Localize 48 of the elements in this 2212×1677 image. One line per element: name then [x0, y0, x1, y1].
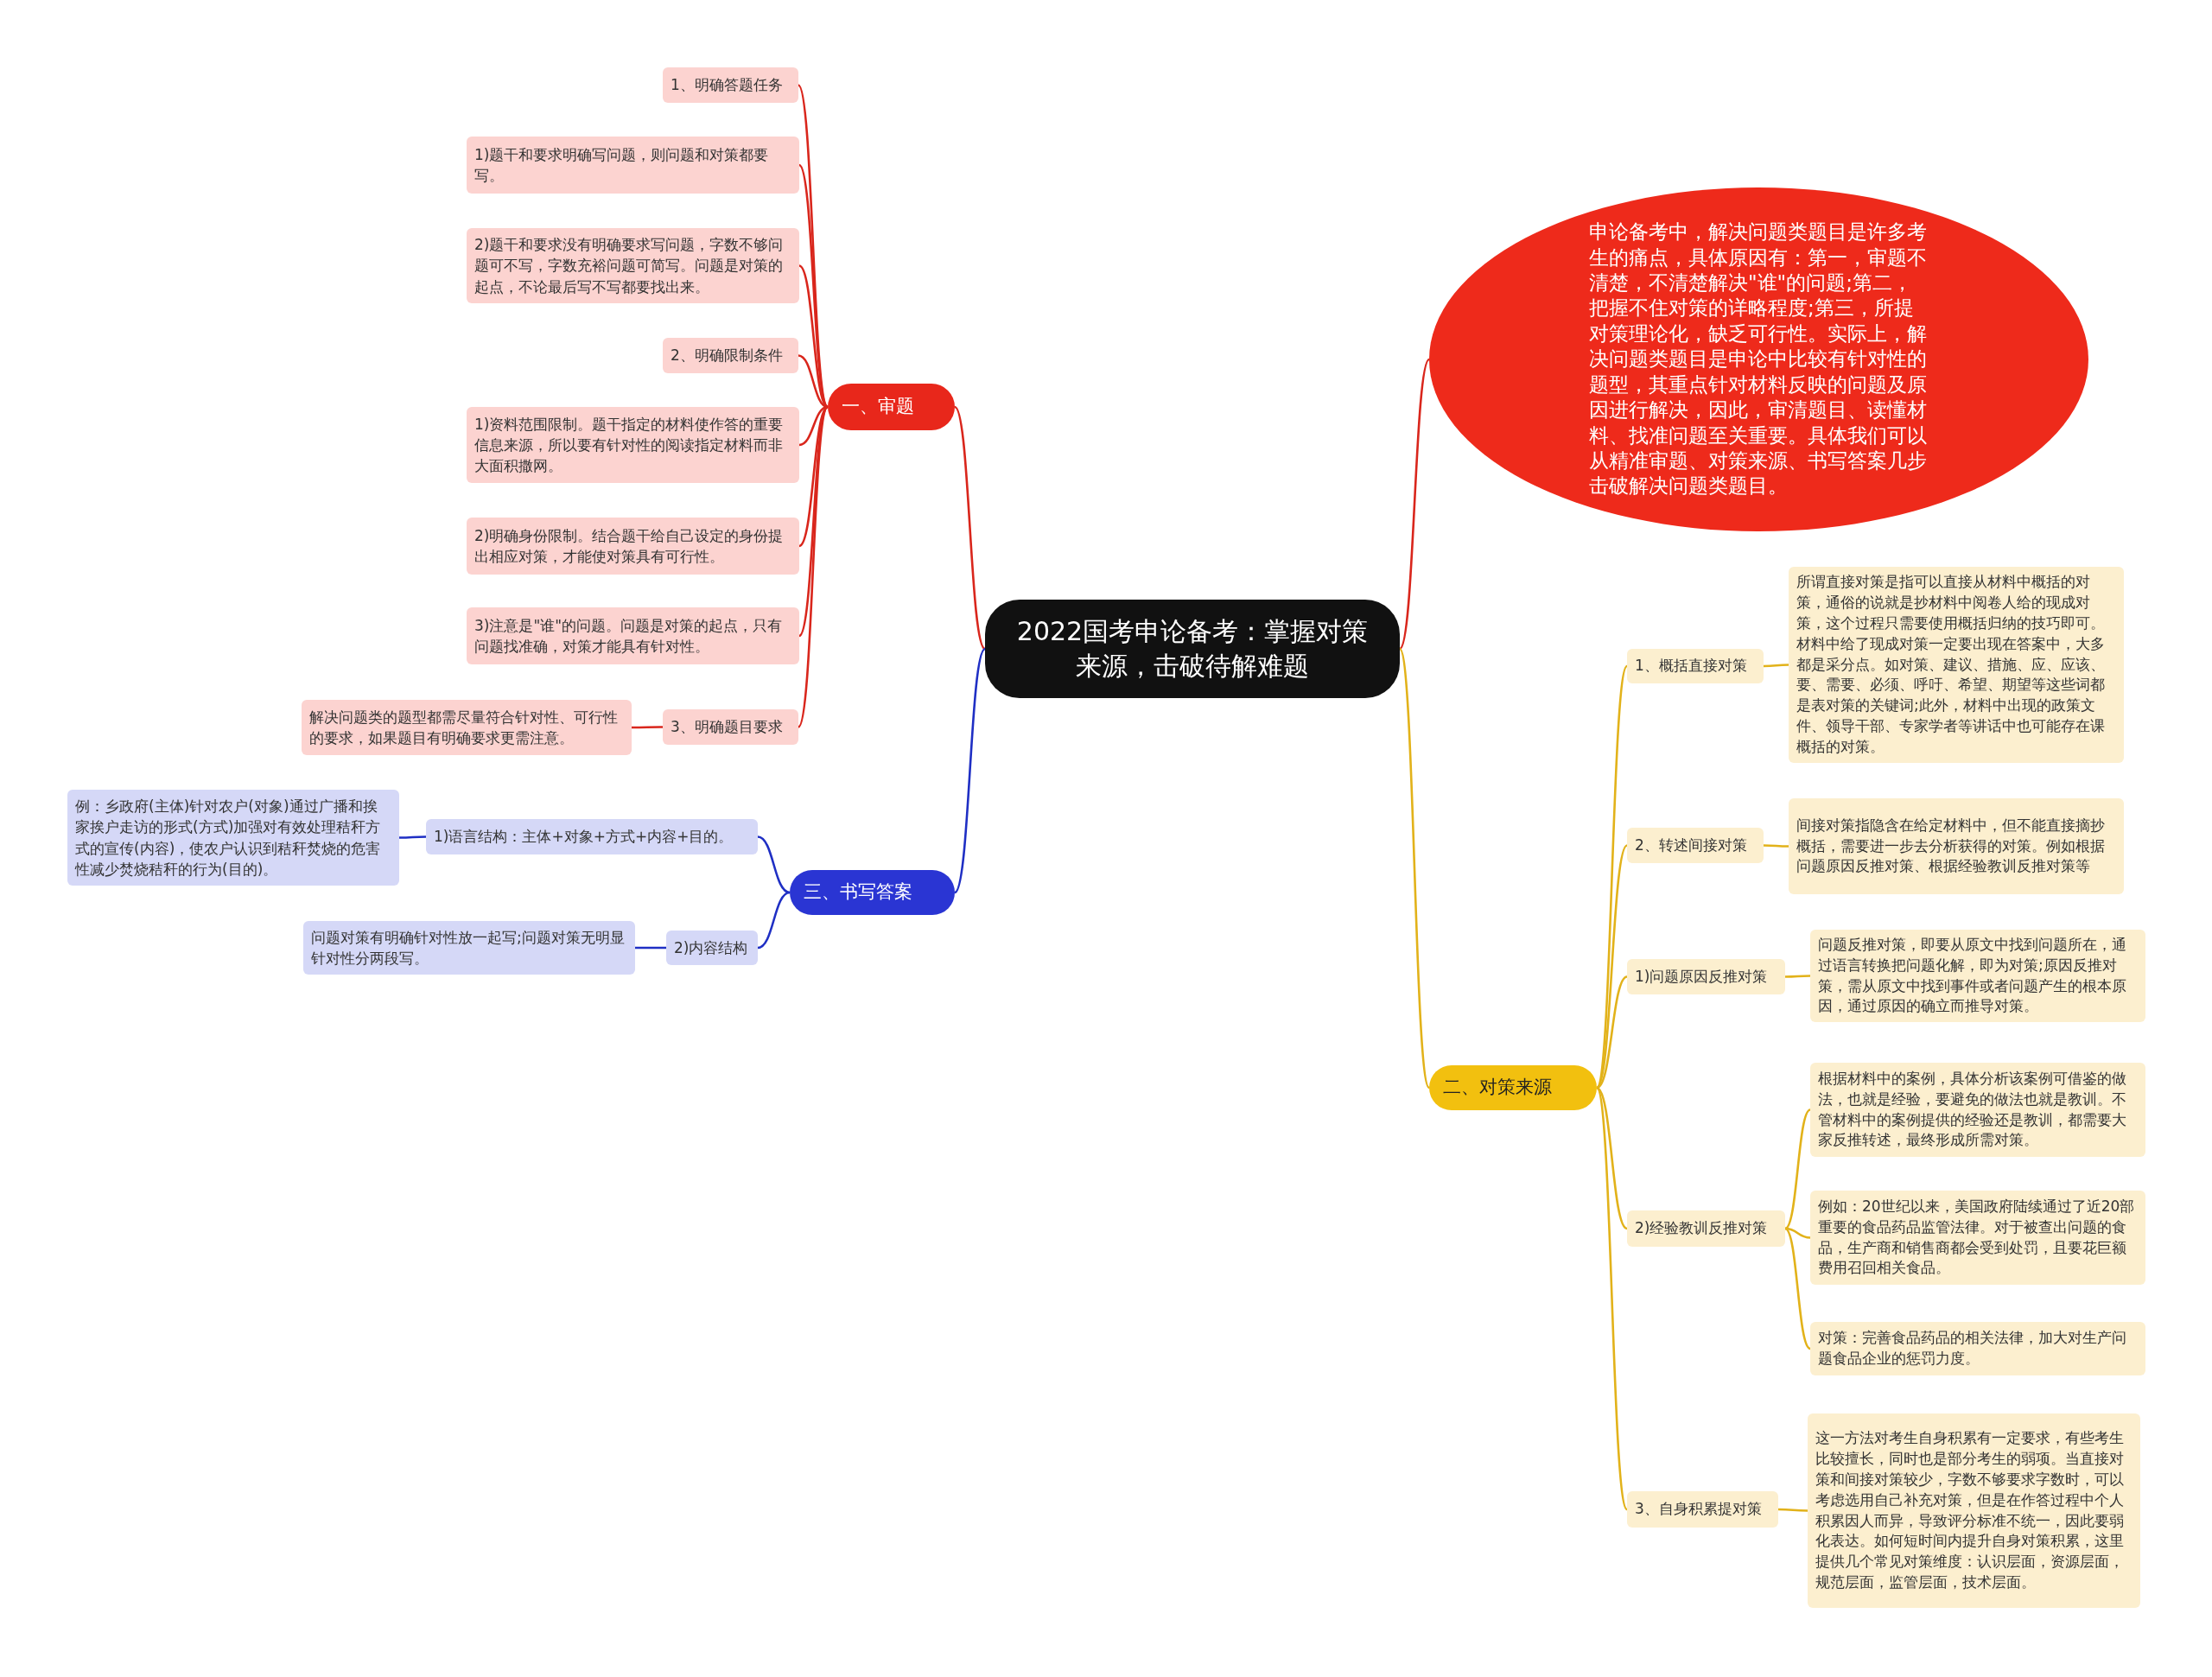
topic-note: 2、转述间接对策 [1627, 828, 1764, 863]
connector-line [1764, 664, 1789, 668]
connector-line [632, 726, 663, 729]
topic-note: 解决问题类的题型都需尽量符合针对性、可行性的要求，如果题目有明确要求更需注意。 [302, 700, 632, 755]
connector-line [757, 835, 791, 894]
topic-note: 1)问题原因反推对策 [1627, 959, 1785, 994]
topic-note: 例：乡政府(主体)针对农户(对象)通过广播和挨家挨户走访的形式(方式)加强对有效处理秸秆方式的宣传(内容)，使农户认识到秸秆焚烧的危害性减少焚烧秸秆的行为(目的)。 [67, 790, 399, 886]
central-topic: 2022国考申论备考：掌握对策来源，击破待解难题 [985, 600, 1400, 698]
connector-line [1398, 359, 1431, 650]
branch-topic: 一、审题 [828, 384, 955, 430]
connector-line [635, 946, 666, 950]
topic-note: 这一方法对考生自身积累有一定要求，有些考生比较擅长，同时也是部分考生的弱项。当直接对策和间接对策较少，字数不够要求字数时，可以考虑选用自己补充对策，但是在作答过程中个人积累因人而异，导致评分标准不统一，因此要弱化表达。如何短时间内提升自身对策积累，这里提供几个常见对策维度：认识层面，资源层面，规范层面，监管层面，技术层面。 [1808, 1413, 2140, 1608]
connector-line [1596, 975, 1628, 1089]
topic-note: 3、自身积累提对策 [1627, 1491, 1778, 1528]
topic-note: 2)经验教训反推对策 [1627, 1210, 1785, 1247]
topic-note: 1、明确答题任务 [663, 67, 798, 103]
connector-line [1398, 648, 1431, 1089]
summary-ellipse: 申论备考中，解决问题类题目是许多考生的痛点，具体原因有：第一，审题不清楚，不清楚解决"谁"的问题;第二，把握不住对策的详略程度;第三，所提对策理论化，缺乏可行性。实际上，解决问题类题目是申论中比较有针对性的题型，其重点针对材料反映的问题及原因进行解决，因此，审清题目、读懂材料、找准问题至关重要。具体我们可以从精准审题、对策来源、书写答案几步击破解决问题类题目。 [1429, 187, 2088, 531]
connector-line [1778, 1508, 1808, 1512]
connector-line [757, 891, 791, 950]
connector-line [1785, 975, 1810, 978]
connector-line [1784, 1108, 1811, 1229]
connector-line [1764, 844, 1789, 848]
connector-line [1784, 1227, 1811, 1239]
topic-note: 2)题干和要求没有明确要求写问题，字数不够问题可不写，字数充裕问题可简写。问题是对策的起点，不论最后写不写都要找出来。 [467, 228, 799, 303]
connector-line [1596, 1087, 1628, 1229]
connector-line [797, 406, 830, 728]
topic-note: 2)明确身份限制。结合题干给自己设定的身份提出相应对策，才能使对策具有可行性。 [467, 518, 799, 575]
topic-note: 对策：完善食品药品的相关法律，加大对生产问题食品企业的惩罚力度。 [1810, 1322, 2145, 1375]
branch-topic: 二、对策来源 [1429, 1065, 1597, 1110]
topic-note: 例如：20世纪以来，美国政府陆续通过了近20部重要的食品药品监管法律。对于被查出问题的食品，生产商和销售商都会受到处罚，且要花巨额费用召回相关食品。 [1810, 1191, 2145, 1285]
topic-note: 2、明确限制条件 [663, 338, 798, 373]
connector-line [1784, 1228, 1811, 1350]
topic-note: 问题反推对策，即要从原文中找到问题所在，通过语言转换把问题化解，即为对策;原因反推对策，需从原文中找到事件或者问题产生的根本原因，通过原因的确立而推导对策。 [1810, 930, 2145, 1023]
topic-note: 问题对策有明确针对性放一起写;问题对策无明显针对性分两段写。 [303, 921, 635, 975]
topic-note: 1、概括直接对策 [1627, 649, 1764, 683]
topic-note: 根据材料中的案例，具体分析该案例可借鉴的做法，也就是经验，要避免的做法也就是教训。不管材料中的案例提供的经验还是教训，都需要大家反推转述，最终形成所需对策。 [1810, 1063, 2145, 1157]
topic-note: 2)内容结构 [666, 931, 758, 965]
topic-note: 1)资料范围限制。题干指定的材料使作答的重要信息来源，所以要有针对性的阅读指定材料而非大面积撒网。 [467, 407, 799, 483]
topic-note: 3、明确题目要求 [663, 709, 798, 745]
topic-note: 所谓直接对策是指可以直接从材料中概括的对策，通俗的说就是抄材料中阅卷人给的现成对策，这个过程只需要使用概括归纳的技巧即可。材料中给了现成对策一定要出现在答案中，大多都是采分点。如对策、建议、措施、应、应该、要、需要、必须、呼吁、希望、期望等这些词都是表对策的关键词;此外，材料中出现的政策文件、领导干部、专家学者等讲话中也可能存在课概括的对策。 [1789, 567, 2124, 763]
topic-note: 1)语言结构：主体+对象+方式+内容+目的。 [426, 819, 758, 854]
branch-topic: 三、书写答案 [790, 870, 955, 915]
connector-line [798, 164, 830, 408]
topic-note: 3)注意是"谁"的问题。问题是对策的起点，只有问题找准确，对策才能具有针对性。 [467, 607, 799, 664]
connector-line [399, 835, 426, 839]
topic-note: 1)题干和要求明确写问题，则问题和对策都要写。 [467, 137, 799, 194]
topic-note: 间接对策指隐含在给定材料中，但不能直接摘抄概括，需要进一步去分析获得的对策。例如根据问题原因反推对策、根据经验教训反推对策等 [1789, 798, 2124, 894]
